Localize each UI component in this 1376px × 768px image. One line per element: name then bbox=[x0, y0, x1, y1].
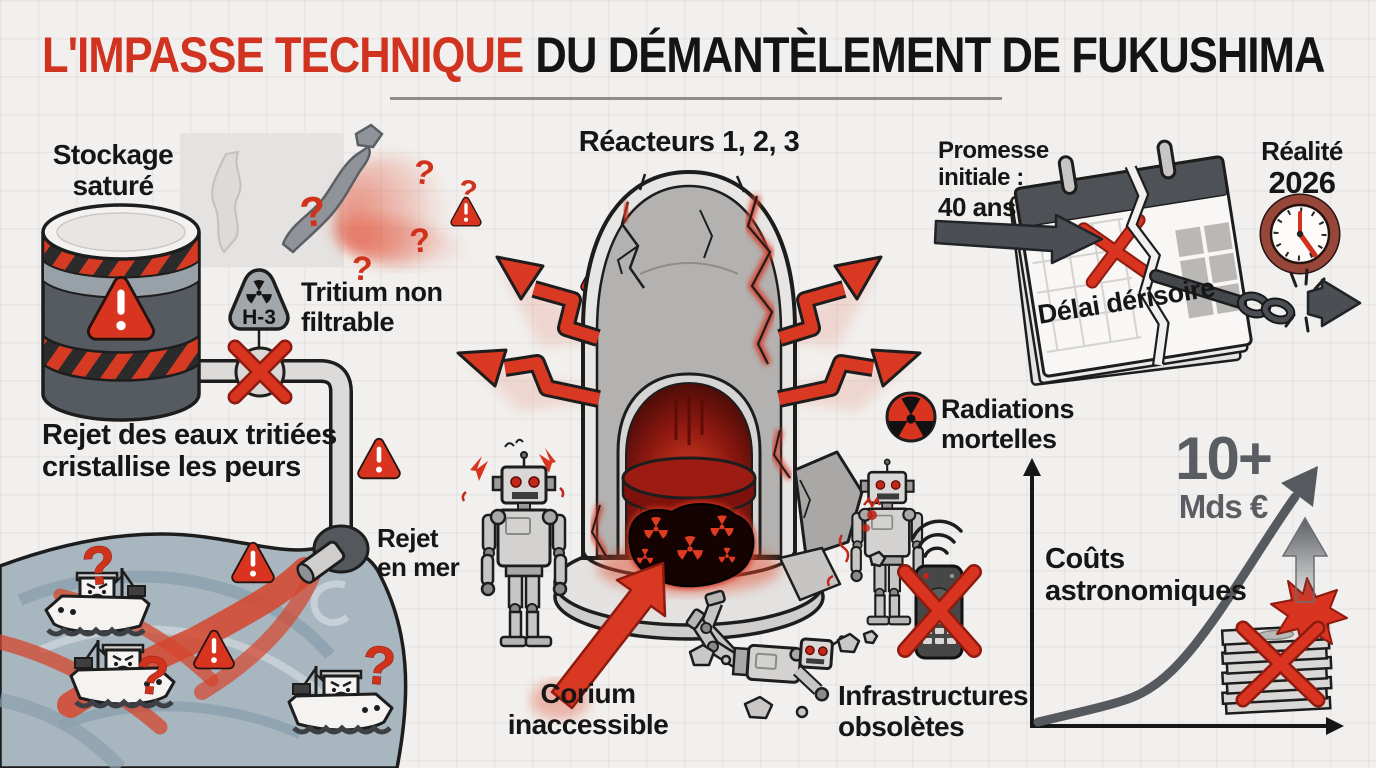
infrastructure-label: Infrastructures obsolètes bbox=[838, 680, 1029, 743]
cost-unit: Mds € bbox=[1178, 488, 1269, 525]
radiation-label: Radiations mortelles bbox=[941, 394, 1075, 455]
warning-triangle-icon bbox=[450, 196, 482, 227]
calendar-tear bbox=[1126, 164, 1169, 366]
corium-arrow-icon bbox=[530, 561, 667, 720]
reactors-label: Réacteurs 1, 2, 3 bbox=[578, 126, 800, 158]
cost-value: 10+ bbox=[1175, 425, 1273, 492]
reality-label: Réalité bbox=[1261, 136, 1343, 166]
cost-curve-chart-icon bbox=[1023, 458, 1344, 735]
up-arrow-icon bbox=[1281, 516, 1329, 603]
h3-tritium-badge-icon: H-3 bbox=[228, 268, 290, 350]
title-rest: DU DÉMANTÈLEMENT DE FUKUSHIMA bbox=[535, 27, 1325, 83]
storage-label: Stockage saturé bbox=[52, 139, 174, 202]
sea-release-label: Rejet en mer bbox=[377, 523, 460, 583]
robot-damage-marks bbox=[826, 496, 882, 587]
promise-arrow-icon bbox=[933, 213, 1104, 265]
question-mark-icon: ? bbox=[132, 644, 171, 707]
reality-year: 2026 bbox=[1268, 165, 1336, 200]
lightning-arrow-icon bbox=[456, 255, 922, 408]
robot-spark-icons bbox=[461, 438, 565, 502]
promise-label: Promesse initiale : bbox=[938, 137, 1049, 191]
clock-icon bbox=[1259, 193, 1341, 275]
map-alert-icons: ? ? ? ? ? bbox=[297, 153, 619, 293]
h3-badge-label: H-3 bbox=[242, 306, 276, 329]
question-mark-icon: ? bbox=[350, 249, 373, 288]
storage-tank-icon bbox=[41, 203, 201, 422]
robot-icon bbox=[850, 458, 925, 626]
corium-label: Corium inaccessible bbox=[507, 678, 669, 741]
question-mark-icon: ? bbox=[360, 635, 398, 698]
outfall-spout-icon bbox=[296, 540, 346, 584]
question-mark-icon: ? bbox=[408, 221, 433, 261]
rubble-rocks bbox=[688, 550, 887, 720]
radiation-trefoil-icon bbox=[885, 391, 937, 443]
costs-label: Coûts astronomiques bbox=[1045, 543, 1247, 608]
question-mark-icon: ? bbox=[411, 153, 436, 193]
tritium-label: Tritium non filtrable bbox=[301, 277, 443, 338]
release-headline: Rejet des eaux tritiées cristallise les … bbox=[42, 419, 337, 484]
broken-chain-arrow-icon bbox=[1149, 268, 1362, 333]
title-underline bbox=[390, 97, 1002, 100]
cost-curve bbox=[1033, 492, 1300, 727]
question-mark-icon: ? bbox=[79, 534, 118, 597]
japan-map-icon bbox=[180, 123, 475, 268]
fallen-robot-icon bbox=[685, 589, 846, 702]
warning-triangle-icon bbox=[357, 437, 401, 480]
discharge-pipe bbox=[197, 359, 353, 548]
robot-icon bbox=[480, 450, 568, 648]
crossed-remote-icon bbox=[897, 519, 982, 660]
crossed-valve-icon bbox=[227, 339, 293, 405]
sea-scene: ? ? ? bbox=[0, 524, 408, 768]
promise-value: 40 ans bbox=[938, 192, 1016, 222]
title-accent: L'IMPASSE TECHNIQUE bbox=[42, 27, 524, 83]
